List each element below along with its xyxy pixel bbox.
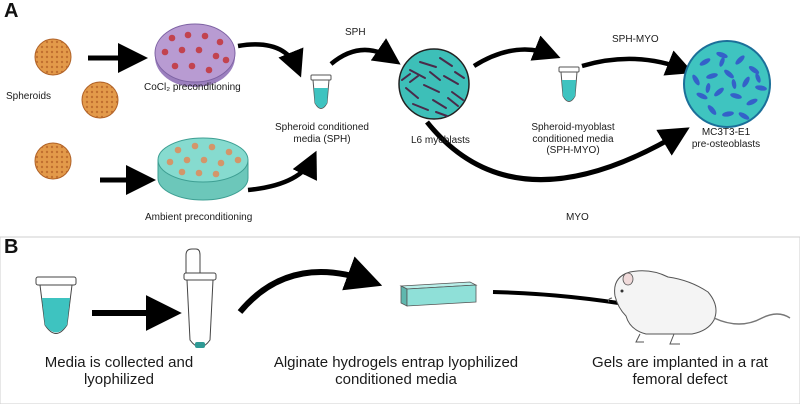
sphmyo-media-label-line1: Spheroid-myoblast [531,122,615,133]
ambient-disc [157,137,249,201]
sph-media-label: Spheroid conditioned media (SPH) [270,122,374,145]
step1-caption-line1: Media is collected and [44,354,194,371]
spheroid-top [34,38,72,76]
step2-caption: Alginate hydrogels entrap lyophilized co… [246,354,546,389]
step1-caption-line2: lyophilized [83,371,155,389]
step3-caption-line1: Gels are implanted in a rat [592,354,768,371]
mc3t3-label-line1: MC3T3-E1 [701,127,751,138]
arrow-sphmyo-label: SPH-MYO [612,34,659,45]
hydrogel-block [399,281,478,307]
step1-caption: Media is collected and lyophilized [20,354,218,389]
step2-caption-line1: Alginate hydrogels entrap lyophilized [273,354,519,371]
l6-label: L6 myoblasts [411,135,470,146]
arrow-myo-label: MYO [566,212,589,223]
mc3t3-label: MC3T3-E1 pre-osteoblasts [680,127,772,150]
arrow-sphmyo [581,50,694,76]
step2-caption-line2: conditioned media [335,371,457,389]
sphmyo-media-label-line3: (SPH-MYO) [546,145,600,156]
spheroid-middle [81,81,119,119]
step3-caption: Gels are implanted in a rat femoral defe… [574,354,786,389]
spheroid-bottom [34,142,72,180]
cocl2-disc [154,23,236,87]
l6-myoblast-disc [398,48,470,120]
panel-b-frame [0,236,800,404]
arrow-sph-label: SPH [345,27,366,38]
ambient-label: Ambient preconditioning [145,212,253,223]
panel-label-b: B [4,236,19,258]
mc3t3-osteoblast-disc [683,40,771,128]
arrow-myo [425,120,690,182]
cocl2-label: CoCl₂ preconditioning [144,82,241,93]
sphmyo-media-label-line2: conditioned media [532,133,614,145]
sphmyo-media-tube [558,66,580,102]
arrow-ambient-to-tube [247,150,317,193]
rat-illustration [607,270,791,345]
step3-caption-line2: femoral defect [632,371,728,389]
collection-tube [35,276,77,334]
arrow-to-hydrogel [237,256,383,314]
spheroids-label: Spheroids [6,91,52,102]
mc3t3-label-line2: pre-osteoblasts [691,138,761,150]
arrow-sph [329,38,401,66]
arrow-cocl2-to-tube [237,42,304,78]
lyophilized-tube [183,248,217,348]
sph-media-label-line1: Spheroid conditioned [275,122,369,133]
sph-media-tube [310,74,332,109]
sph-media-label-line2: media (SPH) [293,133,351,145]
panel-label-a: A [4,0,19,22]
arrow-to-sphmyo-tube [472,35,561,68]
sphmyo-media-label: Spheroid-myoblast conditioned media (SPH… [525,122,621,157]
